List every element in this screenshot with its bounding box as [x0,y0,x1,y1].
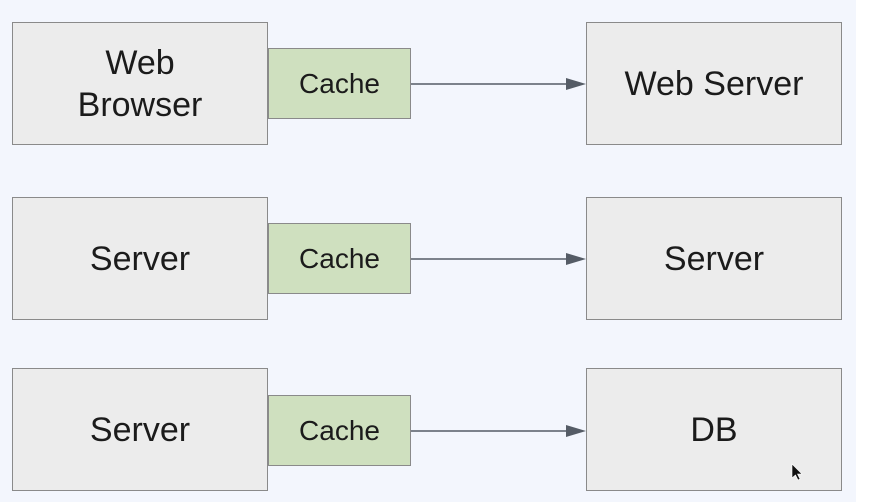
server-cache-label-1: Cache [299,242,380,274]
db-label: DB [690,410,738,449]
web-server-label: Web Server [624,64,804,103]
web-server-node: Web Server [586,22,842,145]
browser-cache-label: Cache [299,67,380,99]
arrow-row-3 [411,425,586,437]
server-target-label: Server [663,239,765,278]
server-node-2: Server [12,368,268,491]
server-label-1: Server [89,239,191,278]
right-edge-strip [856,0,872,502]
server-target-node: Server [586,197,842,320]
server-node-1: Server [12,197,268,320]
browser-cache-node: Cache [268,48,411,119]
arrow-row-2 [411,253,586,265]
web-browser-node: Web Browser [12,22,268,145]
server-label-2: Server [89,410,191,449]
db-node: DB [586,368,842,491]
arrow-row-1 [411,78,586,90]
server-cache-node-1: Cache [268,223,411,294]
server-cache-label-2: Cache [299,414,380,446]
server-cache-node-2: Cache [268,395,411,466]
web-browser-label: Web Browser [77,43,203,124]
